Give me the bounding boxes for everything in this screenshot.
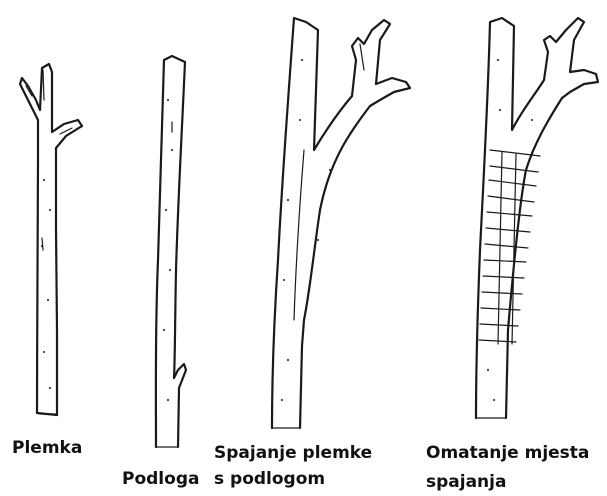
label-spajanje-line1: Spajanje plemke xyxy=(214,443,372,463)
scion-drawing xyxy=(20,64,82,415)
joining-drawing xyxy=(272,18,410,428)
rootstock-drawing xyxy=(156,56,186,447)
label-plemka: Plemka xyxy=(12,438,82,458)
label-spajanje-line2: s podlogom xyxy=(214,469,325,489)
label-omatanje-line1: Omatanje mjesta xyxy=(426,443,589,463)
label-omatanje-line2: spajanja xyxy=(426,472,506,492)
label-podloga: Podloga xyxy=(122,469,199,489)
wrapping-drawing xyxy=(476,18,598,418)
